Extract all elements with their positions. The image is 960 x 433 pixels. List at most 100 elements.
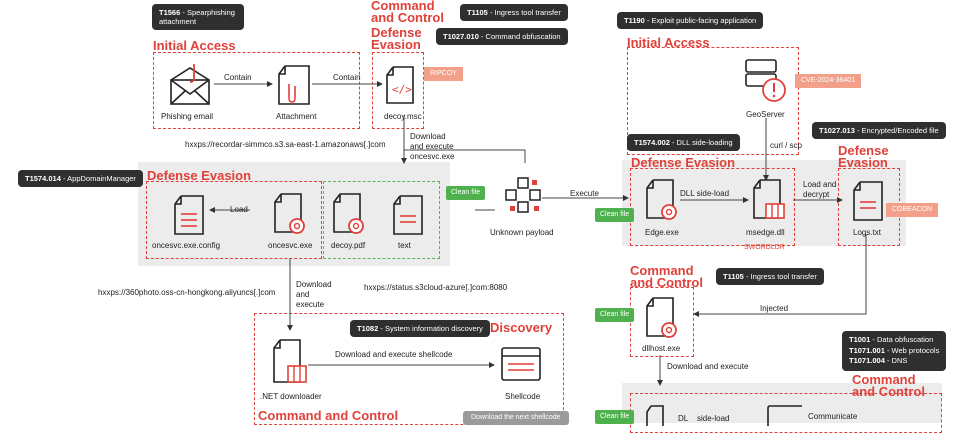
tag-t1027-010: T1027.010 - Command obfuscation [436, 28, 568, 45]
tag-text: AppDomainManager [67, 174, 136, 183]
phase-line: and Control [371, 10, 444, 25]
edge-execute: Execute [570, 189, 599, 198]
code-file-icon: </> [386, 66, 414, 104]
tag-text: Ingress tool transfer [494, 8, 561, 17]
tag-t1105b: T1105 - Ingress tool transfer [716, 268, 824, 285]
tag-text: Web protocols [891, 345, 940, 355]
node-geoserver: GeoServer [746, 110, 785, 119]
phase-line: Command [630, 263, 694, 278]
phase-defense-mid: Defense Evasion [631, 155, 736, 170]
edge-line: execute [296, 300, 325, 309]
tag-t1574-002: T1574.002 - DLL side-loading [627, 134, 740, 151]
edge-dll-sideload: DLL side-load [680, 189, 730, 198]
phase-cnc-top: Command and Control [371, 0, 444, 24]
partial-window-icon [767, 405, 802, 426]
tag-t1001-group: T1001 - Data obfuscation T1071.001 - Web… [842, 331, 947, 371]
phase-initial-access-right: Initial Access [627, 35, 710, 50]
url-recordar: hxxps://recordar-simmco.s3.sa-east-1.ama… [185, 140, 386, 149]
tag-id: T1071.004 [849, 356, 885, 365]
tag-id: T1190 [624, 16, 645, 25]
tag-text: Encrypted/Encoded file [861, 126, 939, 135]
log-file-icon [853, 181, 883, 221]
decoy-msc-box [372, 52, 424, 129]
edge-line: Download [410, 132, 446, 141]
tag-row: T1001 - Data obfuscation [849, 335, 934, 344]
tag-id: T1001 [849, 335, 871, 344]
phase-line: Evasion [838, 155, 888, 170]
tag-text: System information discovery [384, 324, 483, 333]
badge-clean-file-3: Clean file [595, 308, 635, 322]
node-oncesvc-exe: oncesvc.exe [268, 241, 313, 250]
edge-contain-2: Contain [333, 73, 361, 82]
badge-ripcoy: RIPCOY [424, 67, 463, 81]
tag-id: T1071.001 [849, 345, 885, 355]
edge-load-decrypt: Load and decrypt [803, 180, 836, 200]
executable-gear-icon [274, 193, 305, 234]
edge-line: Download [296, 280, 332, 289]
node-msedge-dll: msedge.dll [746, 228, 785, 237]
email-icon [170, 64, 210, 105]
tag-id: T1574.014 [25, 174, 61, 183]
edge-line: decrypt [803, 190, 830, 199]
node-oncesvc-config: oncesvc.exe.config [152, 241, 221, 250]
edge-curl-scp: curl / scp [770, 141, 803, 150]
initial-access-right-box [627, 47, 799, 155]
phase-line: Command [371, 0, 435, 13]
svg-text:</>: </> [392, 83, 412, 96]
node-edge-exe: Edge.exe [645, 228, 679, 237]
node-dl-partial: DL [678, 414, 689, 423]
edge-exe-icon [646, 179, 677, 220]
edge-download-execute-mid: Download and execute [667, 362, 749, 371]
phase-line: Command [852, 372, 916, 387]
tag-id: T1105 [467, 8, 488, 17]
phase-defense-right: Defense Evasion [838, 143, 889, 170]
tag-text: Ingress tool transfer [750, 272, 817, 281]
defense-evasion-mid-panel [622, 160, 800, 246]
tag-t1027-013: T1027.013 - Encrypted/Encoded file [812, 122, 946, 139]
phase-line: and Control [630, 275, 703, 290]
attachment-icon [278, 65, 310, 105]
clean-files-box [323, 181, 440, 259]
node-decoy-msc: decoy.msc [384, 112, 422, 121]
edge-line: and [296, 290, 310, 299]
tag-t1190: T1190 - Exploit public-facing applicatio… [617, 12, 764, 29]
phase-line: and Control [852, 384, 925, 399]
edge-line: Load and [803, 180, 837, 189]
node-shellcode: Shellcode [505, 392, 541, 401]
tag-text: DNS [891, 356, 908, 365]
badge-cve: CVE-2024-36401 [795, 74, 862, 88]
phase-cnc-mid: Command and Control [630, 263, 703, 290]
url-photo: hxxps://360photo.oss-cn-hongkong.aliyunc… [98, 288, 276, 297]
edge-line: oncesvc.exe [410, 152, 455, 161]
tag-row: T1071.001 - Web protocols [849, 345, 940, 355]
shellcode-window-icon [501, 347, 541, 381]
tag-t1082: T1082 - System information discovery [350, 320, 490, 337]
text-file-icon [393, 195, 423, 235]
document-icon [174, 195, 204, 235]
edge-download-execute: Download and execute oncesvc.exe [410, 132, 454, 162]
edge-download-shellcode: Download and execute shellcode [335, 350, 453, 359]
tag-text: Exploit public-facing application [651, 16, 757, 25]
tag-text: Command obfuscation [485, 32, 561, 41]
tag-id: T1027.013 [819, 126, 855, 135]
url-status: hxxps://status.s3cloud-azure[.]com:8080 [364, 283, 508, 292]
edge-line: and execute [410, 142, 454, 151]
phase-discovery: Discovery [490, 320, 553, 335]
connector-lines [209, 81, 867, 386]
attack-flow-diagram: T1566 - Spearphishing attachment T1105 -… [18, 0, 947, 433]
badge-cobeacon: COBEACON [886, 203, 939, 217]
tag-id: T1082 [357, 324, 379, 333]
node-phishing-email: Phishing email [161, 112, 214, 121]
downloader-file-icon [273, 339, 307, 383]
badge-clean-file-1: Clean file [446, 186, 486, 200]
tag-id: T1566 [159, 8, 181, 17]
badge-clean-file-2: Clean file [595, 208, 635, 222]
phase-line: Defense [838, 143, 889, 158]
phase-line: Defense [371, 25, 422, 40]
node-communicate-partial: Communicate [808, 412, 858, 421]
partial-file-icon [646, 405, 664, 426]
tag-t1566: T1566 - Spearphishing attachment [152, 4, 244, 30]
tag-row: T1071.004 - DNS [849, 356, 908, 365]
payload-blocks-icon [505, 177, 541, 213]
tag-text: Data obfuscation [876, 335, 934, 344]
